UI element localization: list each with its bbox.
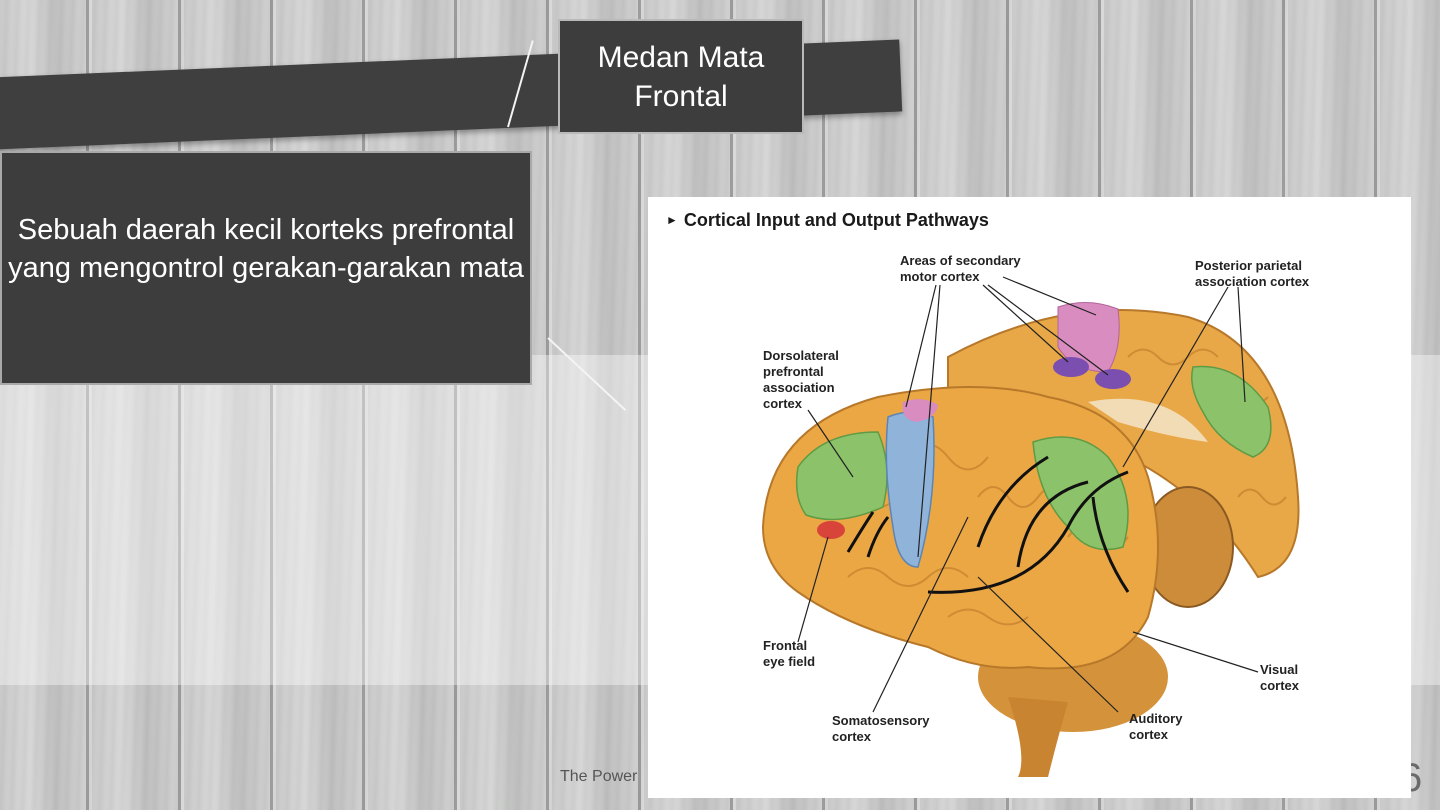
purple-spot-2 — [1095, 369, 1131, 389]
label-dorsolateral: Dorsolateral prefrontal association cort… — [763, 348, 839, 411]
slide-description: Sebuah daerah kecil korteks prefrontal y… — [8, 214, 524, 284]
purple-spot-1 — [1053, 357, 1089, 377]
parietal-region — [1032, 436, 1129, 551]
label-secondary-motor: Areas of secondary motor cortex — [900, 253, 1021, 284]
footer-text: The Power — [560, 768, 638, 785]
brain-illustration — [761, 276, 1300, 777]
description-box: Sebuah daerah kecil korteks prefrontal y… — [0, 151, 532, 385]
brainstem — [1008, 697, 1068, 777]
label-posterior-parietal: Posterior parietal association cortex — [1195, 258, 1310, 289]
slide-title: Medan Mata Frontal — [597, 40, 765, 113]
figure-title: ►Cortical Input and Output Pathways — [666, 210, 989, 230]
label-auditory: Auditory cortex — [1129, 711, 1183, 742]
label-visual-cortex: Visual cortex — [1260, 662, 1300, 693]
label-somatosensory: Somatosensory cortex — [832, 713, 930, 744]
label-frontal-eye-field: Frontal eye field — [763, 638, 816, 669]
frontal-eye-field-region — [817, 521, 845, 539]
pathway-arrows — [846, 455, 1130, 594]
medial-parietal-region — [1191, 365, 1272, 458]
brain-figure: ►Cortical Input and Output Pathways Area… — [648, 197, 1411, 798]
label-pointer-lines — [797, 276, 1259, 713]
triangle-icon: ► — [666, 213, 678, 227]
slide-title-box: Medan Mata Frontal — [558, 19, 804, 134]
dorsolateral-region — [795, 431, 888, 521]
corpus-callosum — [1088, 398, 1208, 442]
